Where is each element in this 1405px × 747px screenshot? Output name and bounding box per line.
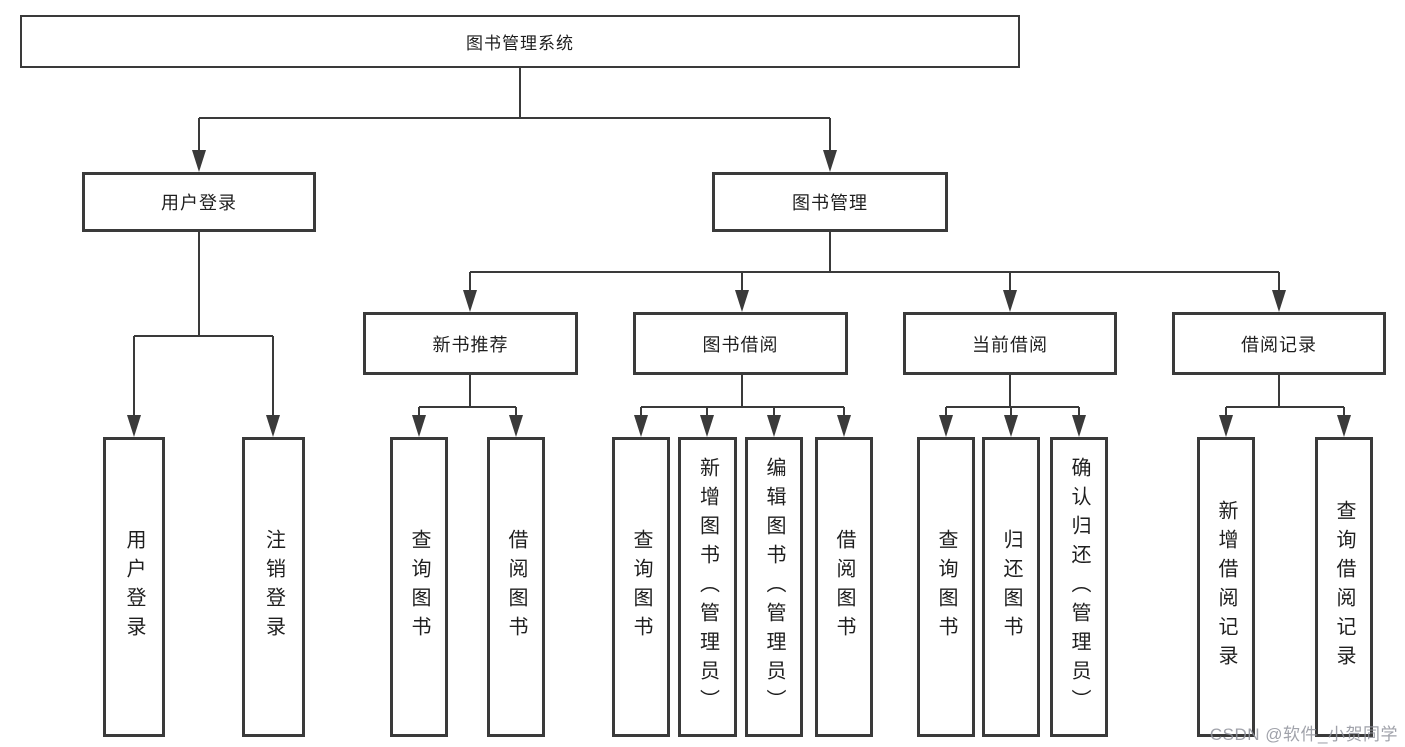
leaf-query-borrow-record: 查询借阅记录: [1315, 437, 1373, 737]
leaf-query-books-recommend: 查询图书: [390, 437, 448, 737]
node-label: 查询图书: [630, 529, 652, 645]
arrowhead-icon: [192, 150, 206, 172]
leaf-user-login: 用户登录: [103, 437, 165, 737]
arrowhead-icon: [509, 415, 523, 437]
node-label: 借阅图书: [505, 529, 527, 645]
node-label: 编辑图书（管理员）: [763, 456, 785, 718]
leaf-query-books-borrowing: 查询图书: [612, 437, 670, 737]
node-borrow-records: 借阅记录: [1172, 312, 1386, 375]
arrowhead-icon: [1072, 415, 1086, 437]
node-label: 图书管理: [792, 193, 868, 213]
arrowhead-icon: [700, 415, 714, 437]
connector-root-to-level2: [198, 67, 831, 151]
arrowhead-icon: [837, 415, 851, 437]
node-label: 用户登录: [123, 529, 145, 645]
leaf-add-borrow-record: 新增借阅记录: [1197, 437, 1255, 737]
arrowhead-icon: [823, 150, 837, 172]
connector-records-to-leaves: [1225, 375, 1345, 416]
node-label: 查询图书: [408, 529, 430, 645]
arrowhead-icon: [735, 290, 749, 312]
node-book-borrowing: 图书借阅: [633, 312, 848, 375]
arrowhead-icon: [767, 415, 781, 437]
node-label: 借阅记录: [1241, 334, 1317, 355]
leaf-add-books-admin: 新增图书（管理员）: [678, 437, 737, 737]
node-label: 借阅图书: [833, 529, 855, 645]
connector-borrowing-to-leaves: [640, 375, 845, 416]
arrowhead-icon: [266, 415, 280, 437]
arrowheads: [127, 150, 1351, 437]
node-label: 新书推荐: [432, 334, 509, 355]
node-label: 当前借阅: [972, 334, 1048, 355]
arrowhead-icon: [634, 415, 648, 437]
leaf-borrow-books-borrowing: 借阅图书: [815, 437, 873, 737]
arrowhead-icon: [463, 290, 477, 312]
node-book-management: 图书管理: [712, 172, 948, 232]
node-label: 新增图书（管理员）: [696, 456, 719, 718]
leaf-logout-login: 注销登录: [242, 437, 305, 737]
connector-recommend-to-leaves: [418, 375, 517, 416]
node-label: 图书借阅: [702, 334, 779, 355]
node-label: 图书管理系统: [466, 34, 574, 53]
node-label: 新增借阅记录: [1215, 500, 1237, 674]
leaf-query-books-current: 查询图书: [917, 437, 975, 737]
node-current-borrowing: 当前借阅: [903, 312, 1117, 375]
arrowhead-icon: [412, 415, 426, 437]
connector-login-to-leaves: [133, 232, 274, 416]
arrowhead-icon: [1003, 290, 1017, 312]
connector-bookmgmt-to-level3: [469, 232, 1280, 292]
node-label: 查询图书: [935, 529, 957, 645]
node-label: 用户登录: [161, 193, 237, 213]
arrowhead-icon: [1219, 415, 1233, 437]
node-label: 确认归还（管理员）: [1068, 456, 1090, 718]
leaf-edit-books-admin: 编辑图书（管理员）: [745, 437, 803, 737]
csdn-watermark: CSDN @软件_小贺同学: [1209, 725, 1398, 744]
connector-current-to-leaves: [945, 375, 1080, 416]
arrowhead-icon: [127, 415, 141, 437]
leaf-return-books: 归还图书: [982, 437, 1040, 737]
arrowhead-icon: [939, 415, 953, 437]
node-new-book-recommend: 新书推荐: [363, 312, 578, 375]
node-label: 归还图书: [1000, 529, 1022, 645]
arrowhead-icon: [1272, 290, 1286, 312]
node-library-system: 图书管理系统: [20, 15, 1020, 68]
arrowhead-icon: [1004, 415, 1018, 437]
node-user-login-branch: 用户登录: [82, 172, 316, 232]
arrowhead-icon: [1337, 415, 1351, 437]
node-label: 查询借阅记录: [1333, 500, 1355, 674]
node-label: 注销登录: [262, 529, 285, 645]
leaf-confirm-return-admin: 确认归还（管理员）: [1050, 437, 1108, 737]
leaf-borrow-books-recommend: 借阅图书: [487, 437, 545, 737]
